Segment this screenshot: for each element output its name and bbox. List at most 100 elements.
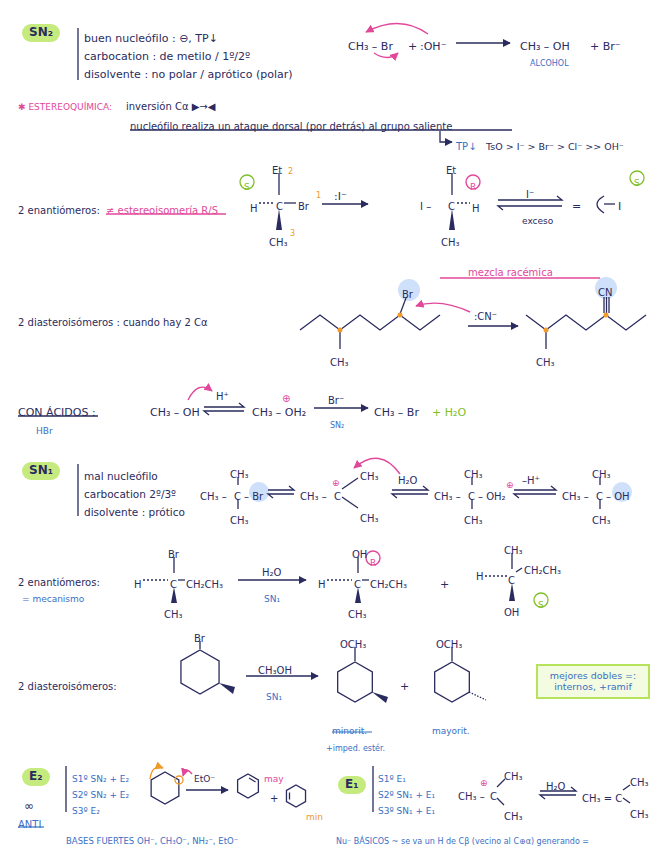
atom-label: CH₃: [630, 777, 649, 788]
atom-label: I –: [420, 201, 431, 212]
note-text-slot: S2º SN₁ + E₁: [378, 784, 435, 802]
note-text: SN₁: [266, 692, 282, 702]
atom-label: OH: [352, 549, 367, 560]
chem-formula: CH₃ – OH: [520, 40, 570, 53]
electron-arrow: [188, 387, 212, 400]
atom-label: CH₃: [269, 237, 288, 248]
note-text-slot: SN₁: [266, 686, 282, 704]
note-text: TP↓: [456, 141, 477, 152]
reagent-label-slot: :OH⁻: [420, 36, 446, 54]
atom-label: CH₃: [360, 513, 379, 524]
atom-label-slot: C: [170, 574, 177, 592]
atom-label-slot: H: [472, 198, 480, 216]
note-text: Nu⁻ BÁSICOS ~ se va un H de Cβ (vecino a…: [336, 837, 589, 846]
atom-label-slot: CH₃ –: [300, 486, 327, 504]
group-highlight: [595, 277, 617, 299]
atom-label-slot: CH₃: [464, 464, 483, 482]
atom-label: OH: [504, 607, 519, 618]
double-bond: [289, 793, 290, 800]
note-text-slot: TP↓: [456, 136, 477, 154]
atom-label-slot: H: [250, 198, 258, 216]
atom-label: C: [468, 491, 475, 502]
atom-label-slot: CH₂CH₃: [524, 560, 561, 578]
atom-label: CH₃: [441, 237, 460, 248]
atom-label-slot: C: [468, 486, 475, 504]
note-box: mejores dobles =: internos, +ramif: [536, 664, 650, 699]
chem-formula-slot: CH₃ – OH: [150, 402, 200, 420]
reagent-label-slot: –H⁺: [522, 470, 540, 488]
reaction-arrow: [322, 203, 368, 204]
note-text: carbocation 2º/3º: [84, 488, 176, 500]
section-bracket: [77, 28, 78, 80]
atom-label: CH₃: [330, 357, 349, 368]
atom-label: H: [318, 579, 326, 590]
atom-label-slot: CH₃: [536, 352, 555, 370]
atom-label: C: [170, 579, 177, 590]
atom-label: CH₃ = C: [582, 793, 622, 804]
triple-bond: [603, 297, 604, 313]
section-heading-slot: CON ÁCIDOS :: [18, 402, 96, 420]
section-label: E₂: [29, 769, 43, 785]
atom-label: CH₂CH₃: [186, 579, 223, 590]
atom-label: CH₃: [536, 357, 555, 368]
section-tag: E₁: [338, 776, 366, 794]
section-tag: E₂: [22, 768, 50, 786]
section-heading: 2 enantiómeros:: [18, 577, 100, 588]
atom-label-slot: CH₃: [348, 604, 367, 622]
atom-label-slot: CH₃: [230, 510, 249, 528]
math-symbol-slot: +: [440, 574, 449, 592]
atom-label: C: [276, 201, 283, 212]
note-text: carbocation : de metilo / 1º/2º: [84, 50, 250, 63]
atom-label-slot: CH₃: [269, 232, 288, 250]
atom-label-slot: C: [334, 486, 341, 504]
math-symbol: +: [270, 793, 278, 804]
atom-label-slot: Br: [402, 284, 413, 302]
atom-label-slot: CH₃: [330, 352, 349, 370]
note-text: ALCOHOL: [530, 59, 569, 68]
note-text-slot: S3º SN₁ + E₁: [378, 800, 435, 818]
reagent-label-slot: CH₃OH: [258, 660, 292, 678]
note-text: BASES FUERTES OH⁻, CH₃O⁻, NH₂⁻, EtO⁻: [66, 836, 238, 846]
atom-label: C: [490, 791, 497, 802]
note-text-slot: min: [306, 806, 323, 824]
dashed-bond: [485, 575, 507, 576]
reagent-label-slot: H₂O: [546, 776, 565, 794]
math-symbol-slot: +: [408, 36, 417, 54]
section-heading: 2 diasteroisómeros : cuando hay 2 Cα: [18, 317, 208, 328]
stereocenter-dot: [398, 313, 403, 318]
wedge-bond: [276, 209, 282, 230]
note-text-slot: buen nucleófilo : ⊖, TP↓: [84, 28, 218, 46]
bond: [362, 579, 369, 580]
atom-label: I: [618, 200, 621, 213]
note-text-slot: mal nucleófilo: [84, 466, 158, 484]
reagent-label-slot: Br⁻: [328, 390, 344, 408]
atom-label-slot: CH₃: [592, 464, 611, 482]
cyclohexene-ring: [238, 774, 259, 798]
atom-label-slot: CH₃: [464, 510, 483, 528]
atom-label-slot: C: [596, 486, 603, 504]
note-text: nucleófilo realiza un ataque dorsal (por…: [130, 121, 452, 132]
cyclohexene-ring: [286, 785, 305, 807]
atom-label: C: [334, 491, 341, 502]
reagent-label: HBr: [36, 426, 53, 436]
atom-label: – Br: [244, 491, 263, 502]
section-heading: 2 diasteroisómeros:: [18, 681, 117, 692]
section-heading-slot: 2 diasteroisómeros:: [18, 676, 117, 694]
note-text: TsO > I⁻ > Br⁻ > Cl⁻ >> OH⁻: [486, 141, 624, 152]
atom-label: H: [134, 579, 142, 590]
reagent-label: H⁺: [216, 391, 229, 402]
triple-bond: [608, 297, 609, 313]
note-text: mejores dobles =: internos, +ramif: [544, 670, 642, 693]
chem-formula: CH₃ – Br: [348, 40, 393, 53]
atom-label-slot: CH₂CH₃: [186, 574, 223, 592]
atom-label-slot: CH₃: [630, 772, 649, 790]
atom-label: CH₃ –: [300, 491, 327, 502]
hydrogen-circle: [175, 776, 183, 784]
section-heading-slot: 2 diasteroisómeros : cuando hay 2 Cα: [18, 312, 208, 330]
cyclohexane-ring: [151, 772, 179, 804]
atom-label: Et: [272, 165, 282, 176]
math-symbol-slot: =: [572, 196, 581, 214]
equilibrium-arrow: [204, 403, 244, 415]
equilibrium-arrow: [392, 486, 428, 498]
